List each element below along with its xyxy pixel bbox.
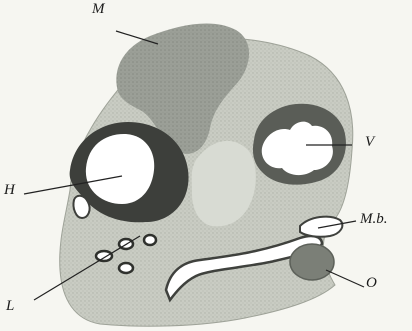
label-Mb: M.b. bbox=[360, 211, 388, 228]
heart-H-small-lumen bbox=[73, 196, 89, 218]
label-M: M bbox=[92, 1, 105, 18]
label-H: H bbox=[4, 182, 15, 199]
cavity-L2 bbox=[96, 251, 112, 261]
cavity-L3 bbox=[119, 263, 133, 273]
structure-O bbox=[290, 244, 334, 280]
label-O: O bbox=[366, 275, 377, 292]
label-L: L bbox=[6, 298, 14, 315]
label-V: V bbox=[365, 134, 374, 151]
cavity-L4 bbox=[144, 235, 156, 245]
